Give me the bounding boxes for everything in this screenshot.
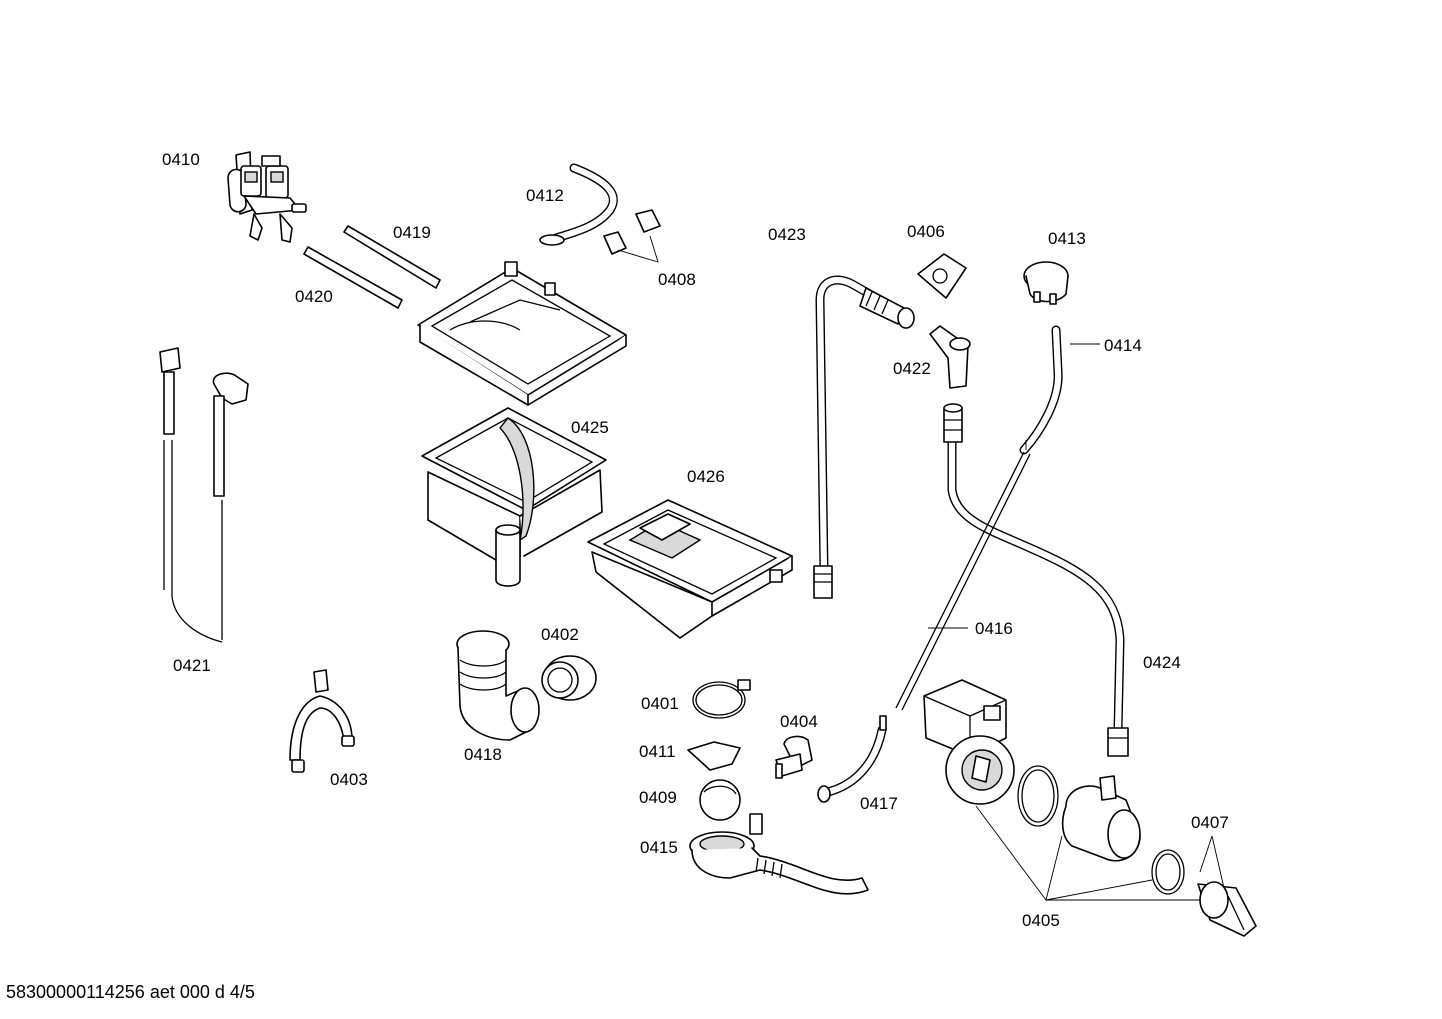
label-0426: 0426 (687, 467, 725, 486)
leader-lines (928, 343, 1225, 902)
label-0417: 0417 (860, 794, 898, 813)
label-0422: 0422 (893, 359, 931, 378)
label-0402: 0402 (541, 625, 579, 644)
part-0402-seal (541, 655, 597, 701)
part-0418-bellows (456, 630, 540, 741)
part-0417-short-hose (817, 715, 887, 803)
label-0406: 0406 (907, 222, 945, 241)
part-0421-inlet-hoses (159, 347, 249, 643)
label-0421: 0421 (173, 656, 211, 675)
label-0404: 0404 (780, 712, 818, 731)
part-0419-hose (343, 225, 441, 289)
part-0424-drain-hose (943, 403, 1129, 757)
label-0413: 0413 (1048, 229, 1086, 248)
label-0415: 0415 (640, 838, 678, 857)
part-0401-clamp (692, 679, 751, 719)
label-0405: 0405 (1022, 911, 1060, 930)
part-0411-cap (687, 741, 741, 771)
label-0401: 0401 (641, 694, 679, 713)
label-0423: 0423 (768, 225, 806, 244)
document-id-footer: 58300000114256 aet 000 d 4/5 (6, 982, 255, 1002)
label-0419: 0419 (393, 223, 431, 242)
part-0426-drawer (587, 499, 793, 639)
label-0408: 0408 (658, 270, 696, 289)
part-0414-pressure-tube (895, 325, 1063, 711)
part-0423-hose (813, 275, 915, 599)
part-0425-tray-top (417, 261, 627, 406)
label-0424: 0424 (1143, 653, 1181, 672)
part-0408-clips (603, 209, 661, 263)
part-0425-drawer-housing (421, 407, 607, 587)
part-0404-chamber (775, 735, 813, 779)
part-0415-sump-hose (689, 813, 869, 895)
part-0403-hose-bracket (289, 669, 355, 773)
label-0416: 0416 (975, 619, 1013, 638)
label-0418: 0418 (464, 745, 502, 764)
label-0412: 0412 (526, 186, 564, 205)
label-0403: 0403 (330, 770, 368, 789)
label-0414: 0414 (1104, 336, 1142, 355)
part-0420-hose (303, 246, 403, 309)
label-0410: 0410 (162, 150, 200, 169)
label-0407: 0407 (1191, 813, 1229, 832)
part-0413-pressure-switch (1023, 261, 1069, 305)
part-0409-ball (699, 779, 741, 821)
label-0425: 0425 (571, 418, 609, 437)
part-0412-vent-hose (539, 163, 618, 246)
part-0407-filter (1197, 881, 1257, 937)
part-0422-elbow (929, 325, 971, 389)
part-0410-inlet-valve (227, 151, 307, 243)
label-0420: 0420 (295, 287, 333, 306)
label-0409: 0409 (639, 788, 677, 807)
part-0406-bracket (917, 253, 967, 299)
part-0405-drain-pump (923, 679, 1185, 895)
label-0411: 0411 (639, 742, 676, 761)
